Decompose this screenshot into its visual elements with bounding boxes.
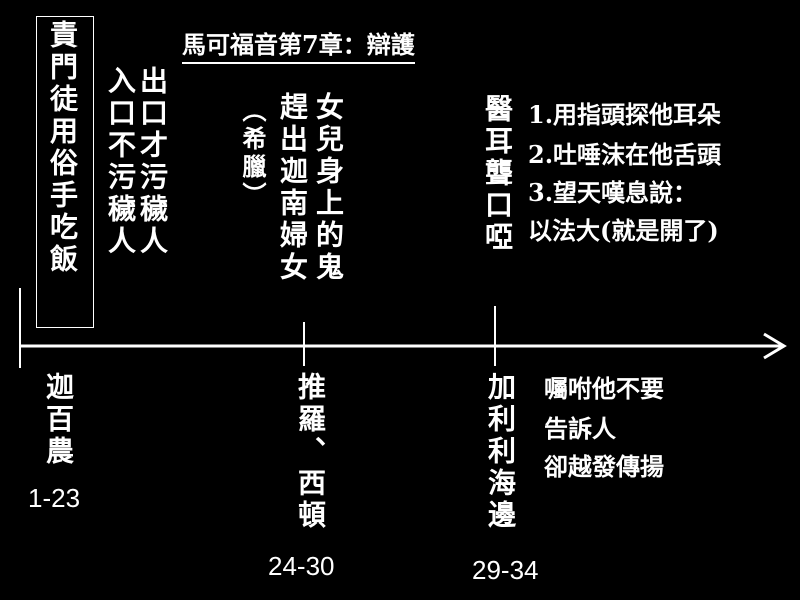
ref-1-23: 1-23 [28,483,81,513]
timeline-tick-tyre [303,322,305,366]
hand-washing-box [36,16,94,328]
daughter-event-2: 趕出迦南婦女 [276,92,309,284]
healing-step-2: 2.吐唾沫在他舌頭 [528,140,722,169]
instruction-line-3: 卻越發傳揚 [544,452,664,481]
ref-24-30: 24-30 [268,551,335,581]
place-galilee-sea: 加利利海邊 [484,372,517,532]
defile-saying-1: 出口才污穢人 [136,66,169,258]
page-title: 馬可福音第7章：辯護 [182,30,415,64]
place-tyre-sidon: 推羅、西頓 [294,372,327,532]
healing-step-4: 以法大(就是開了) [528,216,719,245]
ref-29-34: 29-34 [472,555,539,585]
place-capernaum: 迦百農 [42,372,75,468]
daughter-event-1: 女兒身上的鬼 [312,92,345,284]
healing-step-1: 1.用指頭探他耳朵 [528,100,722,129]
instruction-line-1: 囑咐他不要 [544,374,664,403]
healing-step-3: 3.望天嘆息說： [528,178,698,207]
hand-washing-event: 責門徒用俗手吃飯 [46,20,79,276]
instruction-line-2: 告訴人 [544,414,616,443]
timeline-start-tick [19,288,21,368]
defile-saying-2: 入口不污穢人 [104,66,137,258]
deaf-mute-event: 醫耳聾口啞 [481,94,514,254]
timeline-tick-galilee [494,306,496,366]
daughter-event-note: （希臘） [238,98,267,210]
